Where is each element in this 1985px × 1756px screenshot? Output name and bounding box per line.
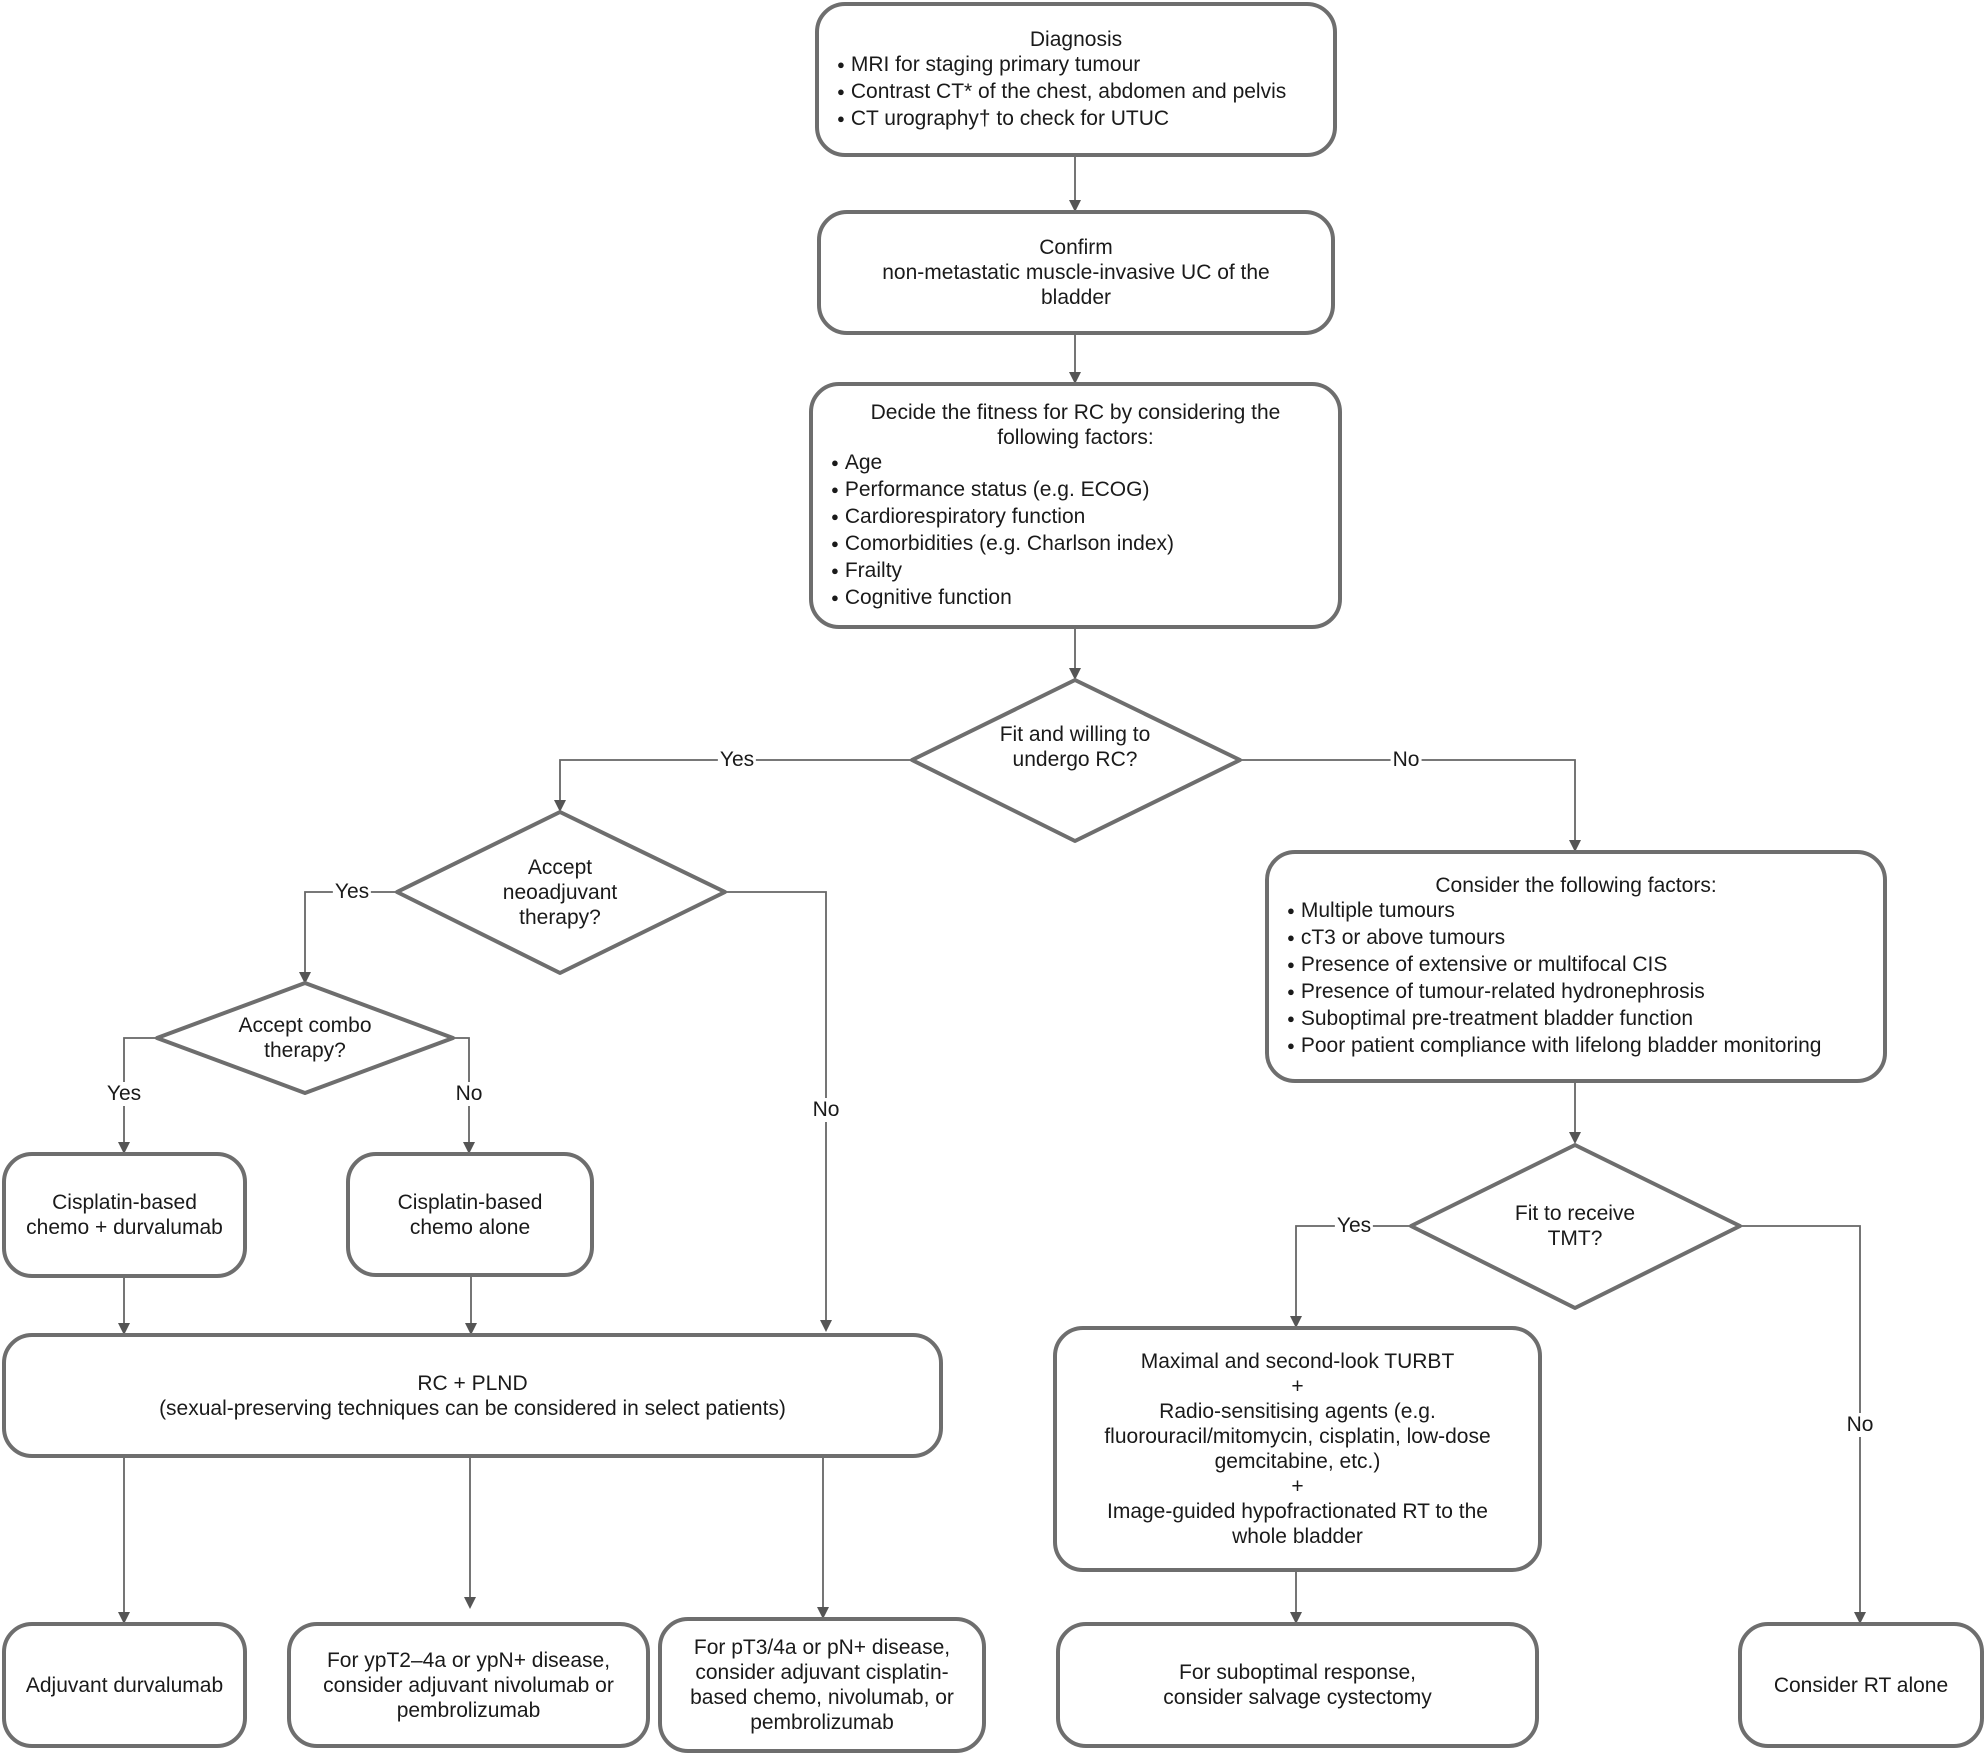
arrow-neo-yes bbox=[299, 891, 397, 984]
arrow-tmt-no bbox=[1740, 1225, 1866, 1624]
decision-neoadjuvant-diamond bbox=[395, 810, 727, 975]
label-fit-no: No bbox=[1390, 748, 1422, 772]
tmt-line2: Radio-sensitising agents (e.g. fluoroura… bbox=[1104, 1400, 1491, 1473]
outcome-salvage: For suboptimal response, consider salvag… bbox=[1056, 1622, 1539, 1748]
confirm-line1: Confirm bbox=[1039, 236, 1113, 259]
diagnosis-item: Contrast CT* of the chest, abdomen and p… bbox=[837, 79, 1315, 106]
consider-factors-title: Consider the following factors: bbox=[1435, 874, 1717, 897]
fitness-item: Performance status (e.g. ECOG) bbox=[831, 477, 1320, 504]
consider-factors-item: Multiple tumours bbox=[1287, 898, 1865, 925]
tmt-line3: Image-guided hypofractionated RT to the … bbox=[1107, 1500, 1488, 1548]
diagnosis-item: CT urography† to check for UTUC bbox=[837, 106, 1315, 133]
outcome-pt: For pT3/4a or pN+ disease, consider adju… bbox=[658, 1617, 986, 1753]
diagnosis-title: Diagnosis bbox=[1029, 27, 1123, 51]
outcome-rt-alone: Consider RT alone bbox=[1738, 1622, 1984, 1748]
arrow-combo-yes bbox=[118, 1037, 157, 1154]
confirm-line2: non-metastatic muscle-invasive UC of the… bbox=[882, 261, 1270, 309]
diagnosis-box: Diagnosis MRI for staging primary tumour… bbox=[815, 2, 1337, 157]
cisplatin-durvalumab-text: Cisplatin-based chemo + durvalumab bbox=[26, 1191, 223, 1239]
fitness-item: Comorbidities (e.g. Charlson index) bbox=[831, 531, 1320, 558]
label-fit-yes: Yes bbox=[717, 748, 757, 772]
consider-factors-item: Suboptimal pre-treatment bladder functio… bbox=[1287, 1006, 1865, 1033]
outcome-pt-text: For pT3/4a or pN+ disease, consider adju… bbox=[690, 1636, 954, 1734]
consider-factors-item: Poor patient compliance with lifelong bl… bbox=[1287, 1033, 1865, 1060]
decision-combo-diamond bbox=[155, 981, 455, 1095]
fitness-item: Cardiorespiratory function bbox=[831, 504, 1320, 531]
outcome-salvage-text: For suboptimal response, consider salvag… bbox=[1163, 1661, 1432, 1709]
outcome-ypt-text: For ypT2–4a or ypN+ disease, consider ad… bbox=[323, 1648, 614, 1722]
rc-plnd-line1: RC + PLND bbox=[417, 1371, 528, 1395]
decision-neoadjuvant-text: Accept neoadjuvant therapy? bbox=[502, 856, 618, 929]
label-combo-no: No bbox=[453, 1082, 485, 1106]
consider-factors-list: Multiple tumours cT3 or above tumours Pr… bbox=[1287, 898, 1865, 1060]
fitness-list: Age Performance status (e.g. ECOG) Cardi… bbox=[831, 450, 1320, 612]
label-combo-yes: Yes bbox=[104, 1082, 144, 1106]
arrow-fit-yes bbox=[554, 759, 912, 812]
consider-factors-item: Presence of tumour-related hydronephrosi… bbox=[1287, 979, 1865, 1006]
label-tmt-yes: Yes bbox=[1334, 1214, 1374, 1238]
outcome-ypt: For ypT2–4a or ypN+ disease, consider ad… bbox=[287, 1622, 650, 1748]
tmt-line1: Maximal and second-look TURBT bbox=[1140, 1350, 1455, 1373]
fitness-title: Decide the fitness for RC by considering… bbox=[870, 400, 1281, 449]
fitness-item: Frailty bbox=[831, 558, 1320, 585]
outcome-adjuvant-durvalumab-text: Adjuvant durvalumab bbox=[25, 1673, 224, 1697]
decision-fit-text: Fit and willing to undergo RC? bbox=[999, 723, 1151, 771]
tmt-plus1: + bbox=[1291, 1375, 1304, 1398]
fitness-item: Cognitive function bbox=[831, 585, 1320, 612]
arrow-tmt-yes bbox=[1290, 1225, 1411, 1328]
decision-fit-diamond bbox=[910, 678, 1242, 843]
decision-tmt-diamond bbox=[1409, 1143, 1742, 1310]
decision-tmt-text: Fit to receive TMT? bbox=[1514, 1202, 1636, 1250]
label-neo-yes: Yes bbox=[332, 880, 372, 904]
fitness-box: Decide the fitness for RC by considering… bbox=[809, 382, 1342, 629]
outcome-rt-alone-text: Consider RT alone bbox=[1773, 1673, 1949, 1697]
consider-factors-item: Presence of extensive or multifocal CIS bbox=[1287, 952, 1865, 979]
rc-plnd-line2: (sexual-preserving techniques can be con… bbox=[159, 1396, 786, 1420]
consider-factors-box: Consider the following factors: Multiple… bbox=[1265, 850, 1887, 1083]
cisplatin-alone-box: Cisplatin-based chemo alone bbox=[346, 1152, 594, 1277]
outcome-adjuvant-durvalumab: Adjuvant durvalumab bbox=[2, 1622, 247, 1748]
cisplatin-durvalumab-box: Cisplatin-based chemo + durvalumab bbox=[2, 1152, 247, 1278]
fitness-item: Age bbox=[831, 450, 1320, 477]
label-neo-no: No bbox=[810, 1098, 842, 1122]
rc-plnd-box: RC + PLND (sexual-preserving techniques … bbox=[2, 1333, 943, 1458]
cisplatin-alone-text: Cisplatin-based chemo alone bbox=[397, 1190, 543, 1239]
label-tmt-no: No bbox=[1844, 1413, 1876, 1437]
arrow-fit-no bbox=[1238, 759, 1581, 852]
confirm-box: Confirm non-metastatic muscle-invasive U… bbox=[817, 210, 1335, 335]
diagnosis-list: MRI for staging primary tumour Contrast … bbox=[837, 52, 1315, 133]
consider-factors-item: cT3 or above tumours bbox=[1287, 925, 1865, 952]
arrow-neo-no bbox=[725, 891, 832, 1332]
tmt-treatment-box: Maximal and second-look TURBT + Radio-se… bbox=[1053, 1326, 1542, 1572]
decision-combo-text: Accept combo therapy? bbox=[238, 1014, 372, 1062]
tmt-plus2: + bbox=[1291, 1475, 1304, 1498]
diagnosis-item: MRI for staging primary tumour bbox=[837, 52, 1315, 79]
arrow-combo-no bbox=[453, 1037, 475, 1154]
